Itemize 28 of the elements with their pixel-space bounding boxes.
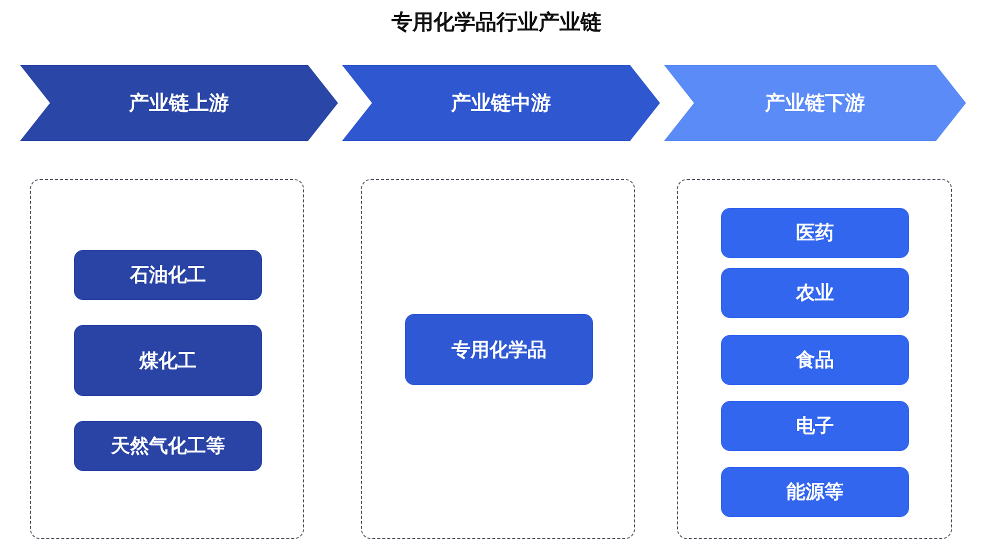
category-box [721,268,909,318]
chevron-banner [20,65,338,141]
category-label: 能源等 [786,481,844,505]
dashed-group-frame [30,179,304,539]
category-box [721,401,909,451]
category-label: 专用化学品 [452,338,546,362]
category-label: 石油化工 [130,264,206,288]
diagram-title: 专用化学品行业产业链 [392,10,602,36]
stage-label: 产业链上游 [129,91,229,116]
category-label: 电子 [796,415,834,439]
category-label: 煤化工 [140,350,196,374]
category-box [74,421,262,471]
category-box [405,314,593,385]
category-box [721,335,909,385]
category-box [74,250,262,300]
category-label: 农业 [796,282,834,306]
category-box [721,467,909,517]
category-label: 天然气化工等 [111,435,225,459]
category-box [74,325,262,396]
chevron-banner [342,65,660,141]
category-label: 医药 [796,222,834,246]
stage-label: 产业链下游 [765,91,865,116]
dashed-group-frame [677,179,952,539]
stage-label: 产业链中游 [451,91,551,116]
category-box [721,208,909,258]
dashed-group-frame [361,179,635,539]
chevron-banner [664,65,966,141]
category-label: 食品 [796,349,834,373]
